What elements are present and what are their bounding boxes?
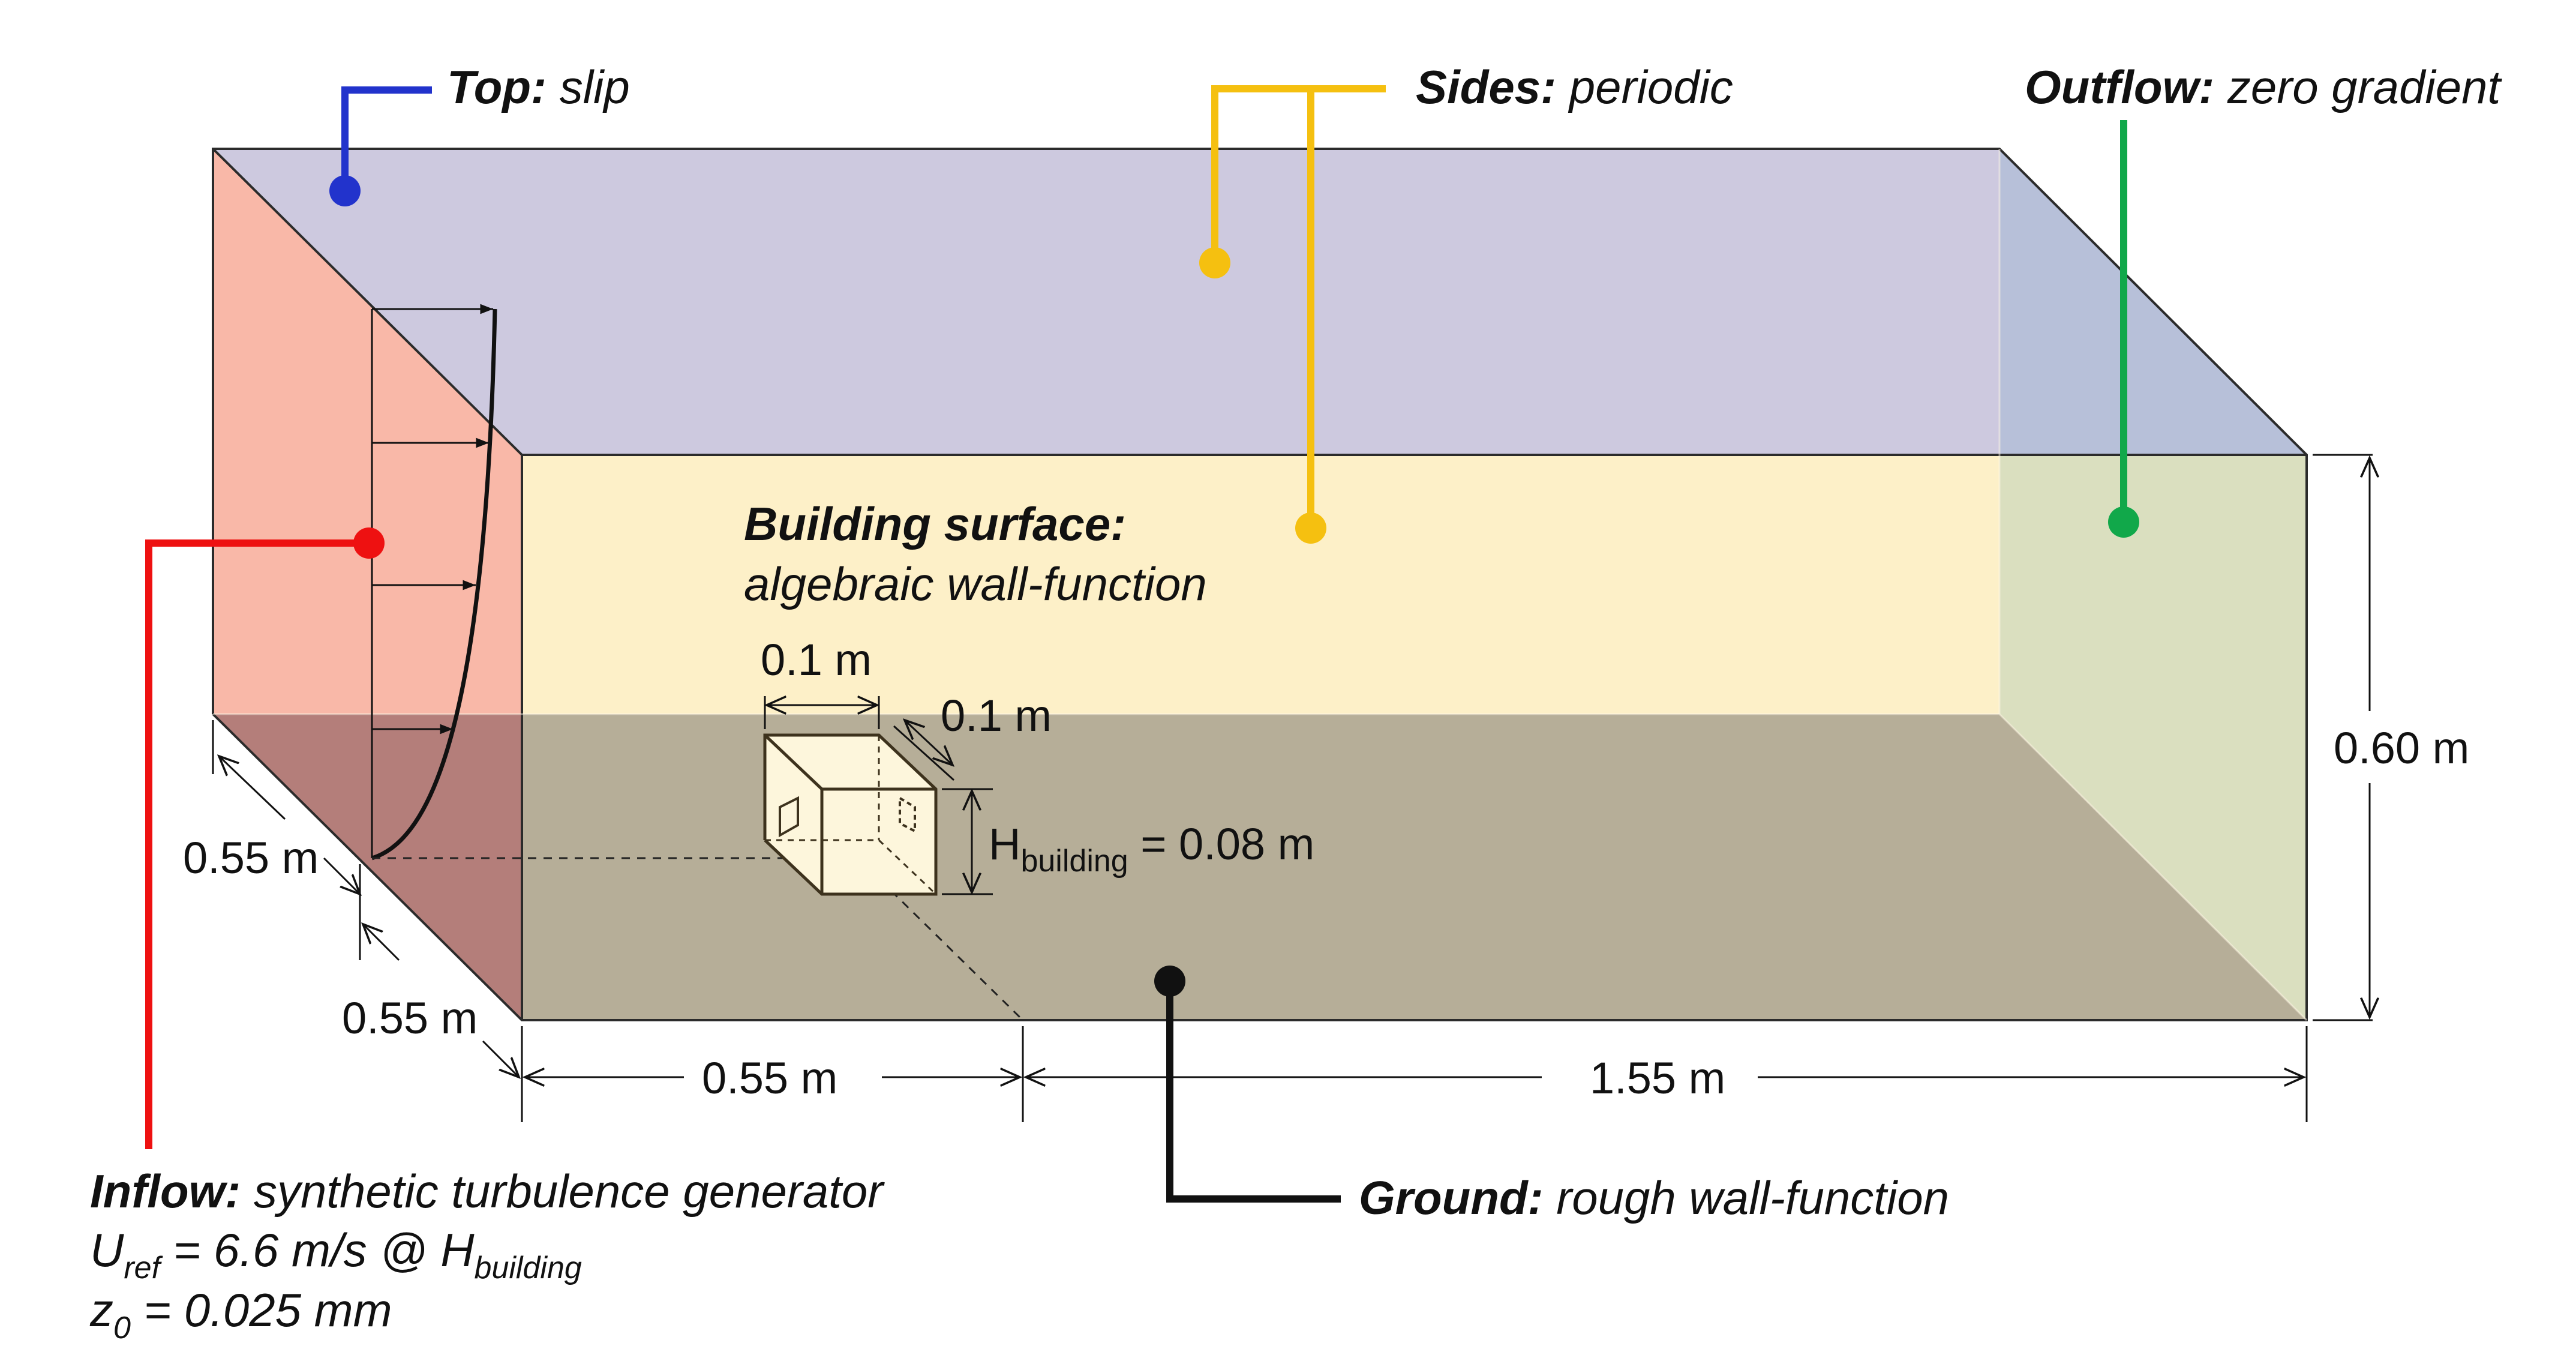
z0-label: z0 = 0.025 mm <box>89 1284 392 1345</box>
length-dimensions <box>521 1026 2308 1122</box>
uref-label: Uref = 6.6 m/s @ Hbuilding <box>90 1224 582 1285</box>
outflow-lower-face <box>1999 455 2307 1020</box>
ground-callout <box>1154 966 1341 1203</box>
outflow-callout <box>2108 120 2139 538</box>
sides-label: Sides: periodic <box>1416 61 1733 113</box>
span-dimensions <box>212 720 523 1077</box>
building-depth-text: 0.1 m <box>941 691 1052 741</box>
building-height-text: Hbuilding = 0.08 m <box>989 819 1314 879</box>
top-label: Top: slip <box>447 61 630 113</box>
height-dimension <box>2313 454 2373 1021</box>
building-width-text: 0.1 m <box>761 635 872 685</box>
outflow-label: Outflow: zero gradient <box>2025 61 2503 113</box>
building <box>763 733 938 896</box>
inflow-velocity-profile <box>371 304 497 861</box>
ground-label: Ground: rough wall-function <box>1359 1171 1949 1224</box>
inflow-label: Inflow: synthetic turbulence generator <box>90 1165 885 1218</box>
inflow-callout <box>145 527 385 1149</box>
upstream-length-text: 0.55 m <box>702 1053 837 1103</box>
span-front-text: 0.55 m <box>342 993 478 1043</box>
ground-face <box>213 714 2307 1020</box>
sides-callout <box>1199 85 1386 544</box>
height-dim-text: 0.60 m <box>2334 723 2469 773</box>
top-callout <box>329 86 432 206</box>
span-back-text: 0.55 m <box>183 833 319 883</box>
building-surface-desc: algebraic wall-function <box>744 557 1207 610</box>
top-face <box>213 149 2307 455</box>
building-dimension-lines <box>764 696 993 895</box>
downstream-length-text: 1.55 m <box>1590 1053 1725 1103</box>
domain-edges <box>212 148 2308 1021</box>
building-surface-label: Building surface: <box>744 497 1126 550</box>
